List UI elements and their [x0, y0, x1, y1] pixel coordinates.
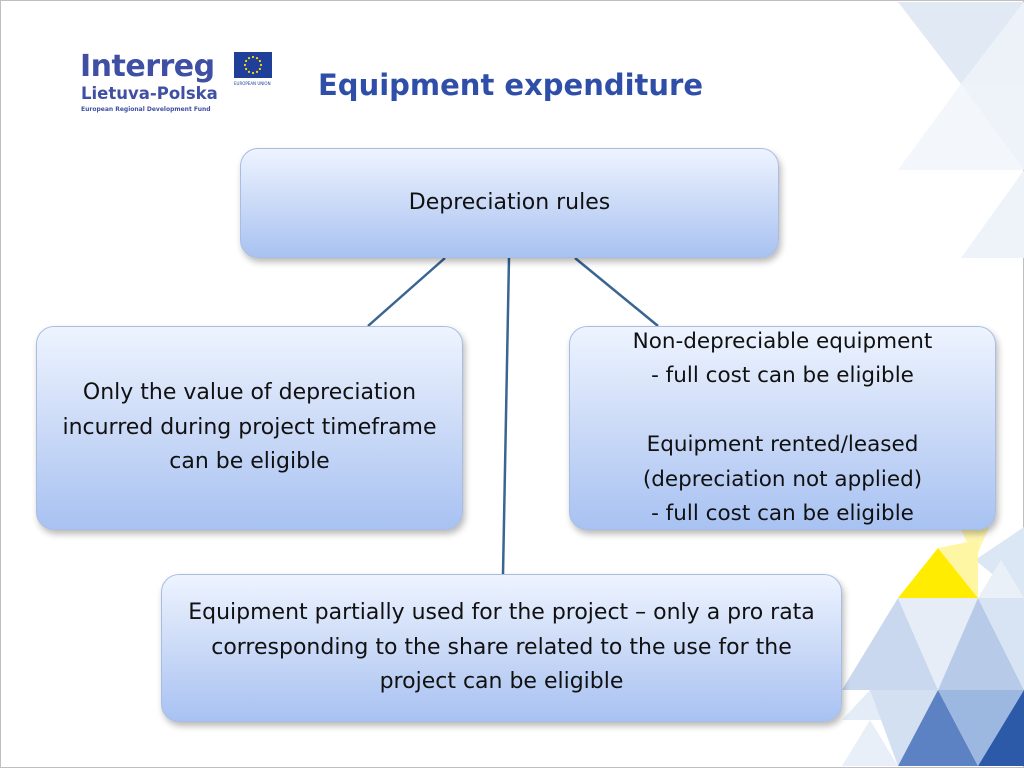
deco-triangle [898, 690, 978, 766]
node-right-text: Non-depreciable equipment - full cost ca… [632, 328, 933, 527]
deco-triangle [938, 690, 1024, 766]
node-partial-use: Equipment partially used for the project… [161, 574, 842, 722]
logo-fund-caption: European Regional Development Fund [81, 106, 211, 113]
deco-triangle [961, 170, 1024, 258]
connector-root-bottom [501, 257, 511, 575]
deco-triangle [898, 2, 1024, 84]
connector-root-right [574, 257, 659, 327]
node-root-text: Depreciation rules [408, 189, 611, 215]
deco-triangle [978, 560, 1024, 598]
deco-triangle [938, 540, 978, 598]
logo-brand: Interreg [80, 49, 215, 84]
slide-title: Equipment expenditure [318, 68, 704, 102]
deco-triangle [978, 598, 1024, 690]
deco-triangle [842, 720, 898, 766]
node-depreciation-value: Only the value of depreciation incurred … [36, 326, 463, 530]
eu-flag-icon [234, 52, 272, 78]
node-left-text: Only the value of depreciation incurred … [62, 380, 437, 475]
connector-root-left [367, 257, 446, 327]
node-depreciation-rules: Depreciation rules [240, 148, 779, 258]
interreg-logo: Interreg Lietuva-Polska European Regiona… [80, 50, 280, 120]
node-bottom-text: Equipment partially used for the project… [188, 600, 815, 695]
deco-triangle [898, 84, 1024, 170]
node-non-depreciable: Non-depreciable equipment - full cost ca… [569, 326, 996, 530]
deco-triangle [870, 690, 938, 766]
deco-triangle [898, 548, 978, 598]
deco-triangle [898, 598, 978, 690]
deco-triangle [938, 598, 1024, 690]
deco-triangle [978, 690, 1024, 766]
deco-triangle [961, 2, 1024, 84]
logo-region: Lietuva-Polska [81, 84, 218, 103]
deco-triangle [842, 598, 938, 690]
eu-caption: EUROPEAN UNION [234, 81, 271, 86]
